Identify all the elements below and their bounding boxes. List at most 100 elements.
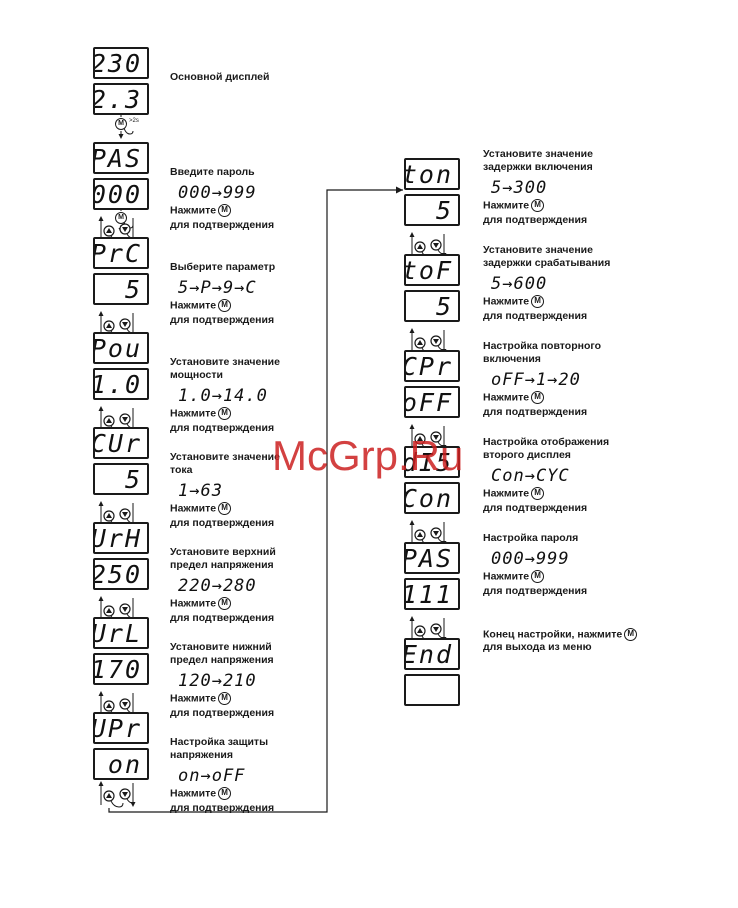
m-button-icon: M [218,204,232,217]
m-button-icon: M [624,628,638,641]
display-top: 230 [93,47,149,79]
confirm-instruction-line2: для подтверждения [170,707,275,719]
display-bottom: on [93,748,149,780]
step-title: Введите пароль [170,166,255,178]
up-down-buttons-icon [409,232,447,259]
up-down-buttons-icon [98,596,136,623]
step-title: Установите значение [170,451,280,463]
display-top: End [404,638,460,670]
step-title-line2: предел напряжения [170,654,274,666]
display-bottom: 5 [93,273,149,305]
watermark: McGrp.Ru [272,432,464,479]
hold-time-label: >2s [129,118,139,124]
display-top: PAS [404,542,460,574]
m-button-icon: M [531,391,545,404]
display-top: toF [404,254,460,286]
step-title: Выберите параметр [170,261,276,273]
display-top: UPr [93,712,149,744]
m-button-icon: M [115,118,127,130]
display-bottom [404,674,460,706]
display-bottom: 000 [93,178,149,210]
display-bottom: Con [404,482,460,514]
value-range: 220→280 [178,576,257,596]
value-range: Con→CYC [491,466,570,486]
step-title: Установите верхний [170,546,276,558]
m-button-icon: M [218,502,232,515]
step-title-line2: тока [170,464,193,476]
step-title-line2: для выхода из меню [483,641,592,653]
value-range: 5→600 [491,274,548,294]
confirm-instruction-line2: для подтверждения [483,406,588,418]
display-bottom: 170 [93,653,149,685]
up-down-buttons-icon [98,781,136,808]
step-title-line2: задержки срабатывания [483,257,611,269]
display-top: ton [404,158,460,190]
display-bottom: 5 [404,290,460,322]
confirm-instruction-line2: для подтверждения [170,517,275,529]
confirm-instruction-line2: для подтверждения [483,502,588,514]
confirm-instruction-line2: для подтверждения [483,585,588,597]
step-title-line2: мощности [170,369,223,381]
step-title: Настройка повторного [483,340,602,352]
step-title: Установите значение [483,148,593,160]
confirm-instruction-line2: для подтверждения [170,422,275,434]
display-top: UrH [93,522,149,554]
value-range: 5→P→9→C [178,278,257,298]
display-bottom: 5 [93,463,149,495]
step-title-line2: предел напряжения [170,559,274,571]
display-top: Pou [93,332,149,364]
m-button-icon: M [218,787,232,800]
m-button-icon: M [531,487,545,500]
display-bottom: 5 [404,194,460,226]
confirm-instruction-line2: для подтверждения [170,219,275,231]
m-button-icon: M [218,407,232,420]
step-title: Настройка отображения [483,436,610,448]
display-top: CUr [93,427,149,459]
step-title: Настройка пароля [483,532,579,544]
step-title-line2: задержки включения [483,161,593,173]
confirm-instruction-line2: для подтверждения [483,214,588,226]
display-top: UrL [93,617,149,649]
confirm-instruction-line2: для подтверждения [170,314,275,326]
display-bottom: 1.0 [93,368,149,400]
confirm-instruction-line2: для подтверждения [170,802,275,814]
display-top: CPr [404,350,460,382]
step-title: Основной дисплей [170,71,270,83]
display-top: PAS [93,142,149,174]
m-button-icon: M [218,597,232,610]
m-button-icon: M [531,570,545,583]
display-bottom: 250 [93,558,149,590]
display-bottom: oFF [404,386,460,418]
up-down-buttons-icon [409,328,447,355]
m-button-icon: M [218,692,232,705]
value-range: 120→210 [178,671,257,691]
step-title: Установите нижний [170,641,272,653]
value-range: 000→999 [491,549,570,569]
display-top: PrC [93,237,149,269]
m-button-icon: M [115,212,127,224]
step-title-line2: напряжения [170,749,233,761]
value-range: 1.0→14.0 [178,386,268,406]
confirm-instruction-line2: для подтверждения [483,310,588,322]
value-range: oFF→1→20 [491,370,581,390]
display-bottom: 2.3 [93,83,149,115]
value-range: 1→63 [178,481,223,501]
step-title: Установите значение [170,356,280,368]
display-bottom: 111 [404,578,460,610]
value-range: on→oFF [178,766,246,786]
value-range: 5→300 [491,178,548,198]
display-top: dI5 [404,446,460,478]
m-button-icon: M [218,299,232,312]
